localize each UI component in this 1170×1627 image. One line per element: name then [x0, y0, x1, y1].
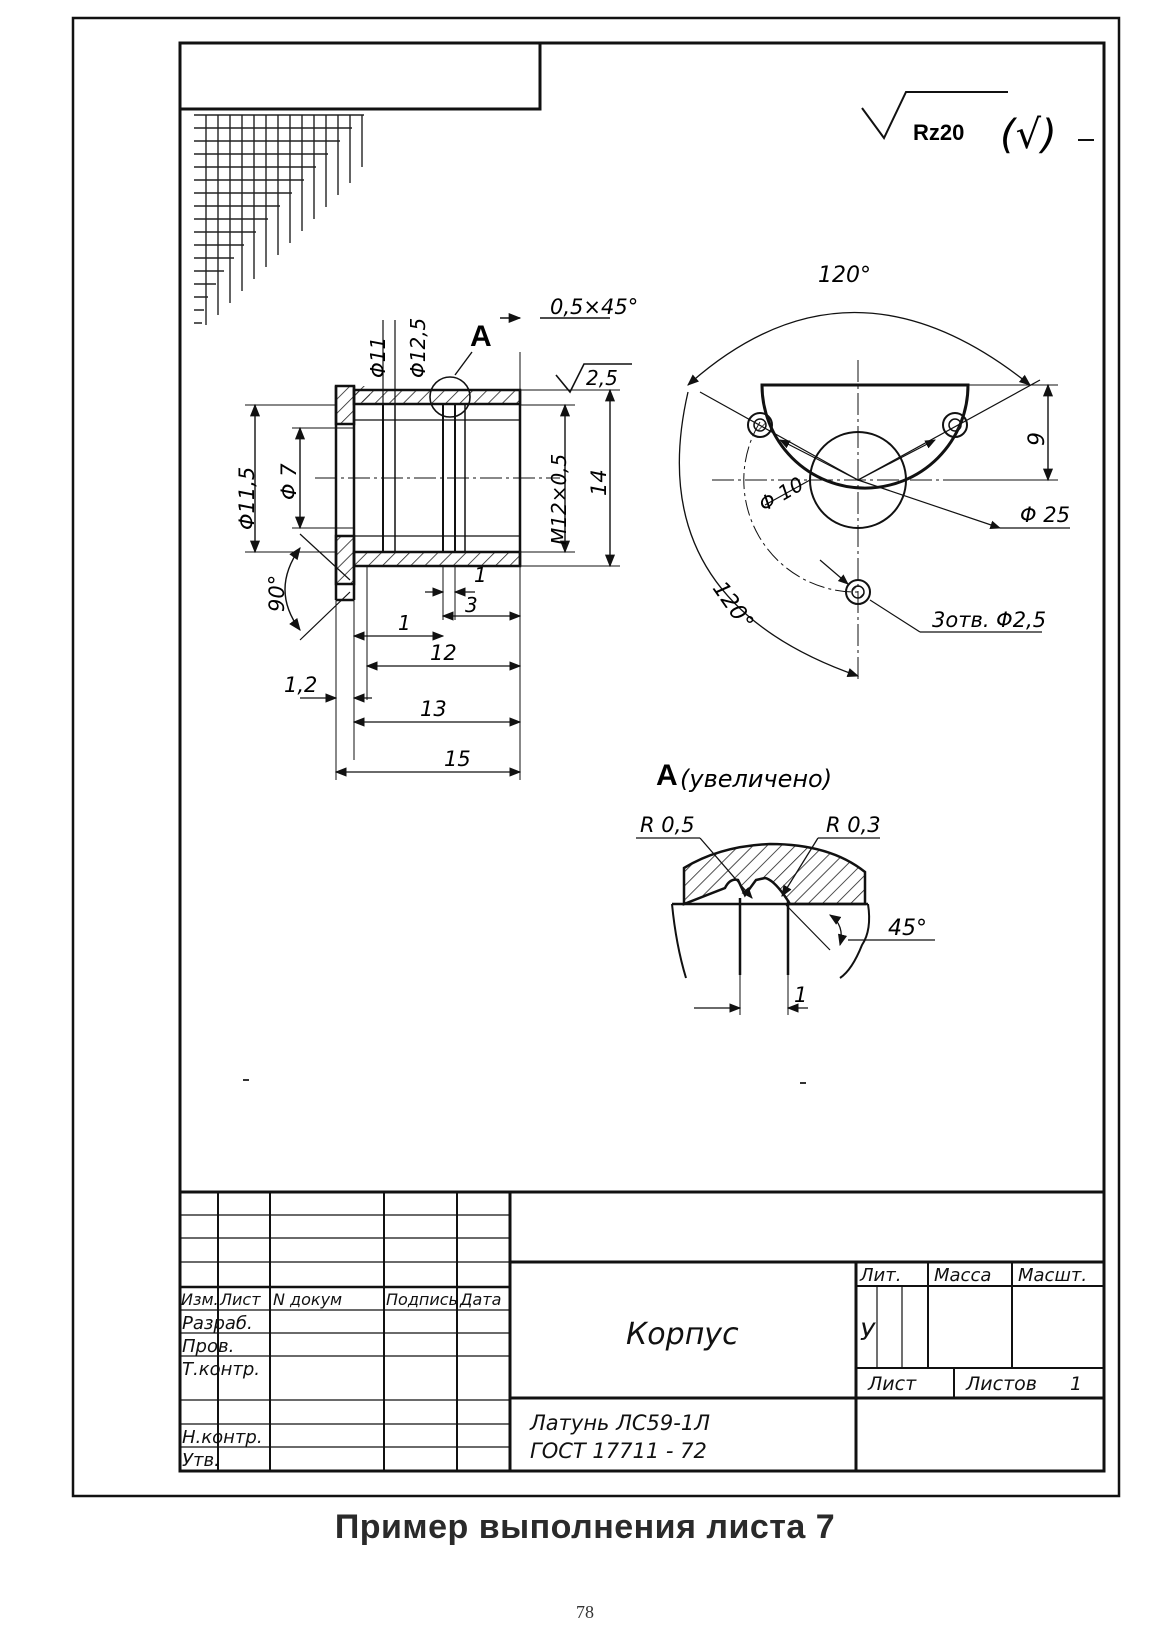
angle-45-label: 45° [888, 916, 927, 941]
lit-header: Лит. [859, 1265, 901, 1286]
holes-label: 3отв. Φ2,5 [932, 608, 1046, 632]
dim-15-label: 15 [444, 747, 471, 771]
col-doc: N докум [273, 1290, 342, 1309]
col-date: Дата [459, 1290, 501, 1309]
row-utv: Утв. [182, 1450, 220, 1471]
roughness-bracket: (√) [1000, 112, 1057, 158]
detail-letter: А [656, 759, 678, 792]
angle-90-label: 90° [265, 575, 289, 612]
row-prov: Пров. [182, 1336, 234, 1357]
dim-3-label: 3 [465, 593, 478, 617]
diameter-11-5-label: Φ11,5 [235, 467, 259, 530]
thread-label: M12×0,5 [547, 454, 571, 545]
diameter-25-label: Φ 25 [1020, 503, 1070, 527]
diameter-7-label: Φ 7 [277, 463, 301, 500]
chamfer-label: 0,5×45° [550, 295, 638, 319]
part-name: Корпус [626, 1317, 739, 1352]
page-caption: Пример выполнения листа 7 [334, 1508, 836, 1546]
radius-0-5-label: R 0,5 [640, 813, 695, 837]
detail-note: (увеличено) [680, 765, 832, 793]
diameter-10-label: Φ 10 [755, 472, 808, 517]
angle-120-top: 120° [818, 263, 871, 288]
view-a-label: А [470, 320, 492, 353]
angle-120-bottom: 120° [707, 577, 758, 635]
diameter-11-label: Φ11 [366, 337, 390, 378]
dim-9-label: 9 [1025, 432, 1050, 446]
dim-1-2-label: 1,2 [284, 673, 317, 697]
diameter-12-5-label: Φ12,5 [406, 318, 430, 378]
lit-value: У [860, 1318, 876, 1346]
staircase-grid [194, 114, 364, 325]
inner-border [178, 41, 1106, 1473]
col-sign: Подпись [386, 1290, 458, 1309]
end-view: 120° 120° 9 Φ 10 Φ 25 3отв. Φ2,5 [678, 263, 1070, 680]
title-block [178, 1190, 1106, 1473]
dim-1b-label: 1 [398, 611, 411, 635]
stamp-box [178, 41, 542, 111]
width-1-label: 1 [794, 983, 807, 1007]
page-number: 78 [576, 1602, 594, 1622]
material-line-2: ГОСТ 17711 - 72 [530, 1439, 707, 1463]
sheets-value: 1 [1070, 1373, 1082, 1395]
row-nkontr: Н.контр. [182, 1427, 263, 1448]
radius-0-3-label: R 0,3 [826, 813, 881, 837]
dim-12-label: 12 [430, 641, 457, 665]
material-line-1: Латунь ЛС59-1Л [529, 1411, 710, 1435]
dim-1a-label: 1 [474, 563, 487, 587]
hole-bottom [845, 579, 871, 605]
title-block-text: Изм. Лист N докум Подпись Дата Разраб. П… [181, 1265, 1087, 1471]
dim-13-label: 13 [420, 697, 447, 721]
col-list: Лист [219, 1290, 261, 1309]
row-razrab: Разраб. [182, 1313, 253, 1334]
sheets-label: Листов [965, 1373, 1037, 1395]
surface-roughness-mark: Rz20 (√) [861, 91, 1094, 158]
sheet-label: Лист [867, 1373, 917, 1395]
row-tkontr: Т.контр. [182, 1359, 260, 1380]
col-izm: Изм. [181, 1290, 219, 1309]
mass-header: Масса [934, 1265, 991, 1286]
roughness-2-5: 2,5 [586, 366, 618, 390]
detail-a-view: А (увеличено) R 0,5 R 0,3 45° 1 [636, 759, 935, 1015]
roughness-symbol: Rz20 [913, 120, 964, 145]
section-view: А 0,5×45° 2,5 Φ11 Φ12,5 Φ11,5 Φ 7 90° M1… [235, 295, 638, 780]
scale-header: Масшт. [1018, 1265, 1087, 1286]
height-14-label: 14 [587, 469, 611, 496]
outer-frame [71, 16, 1121, 1498]
